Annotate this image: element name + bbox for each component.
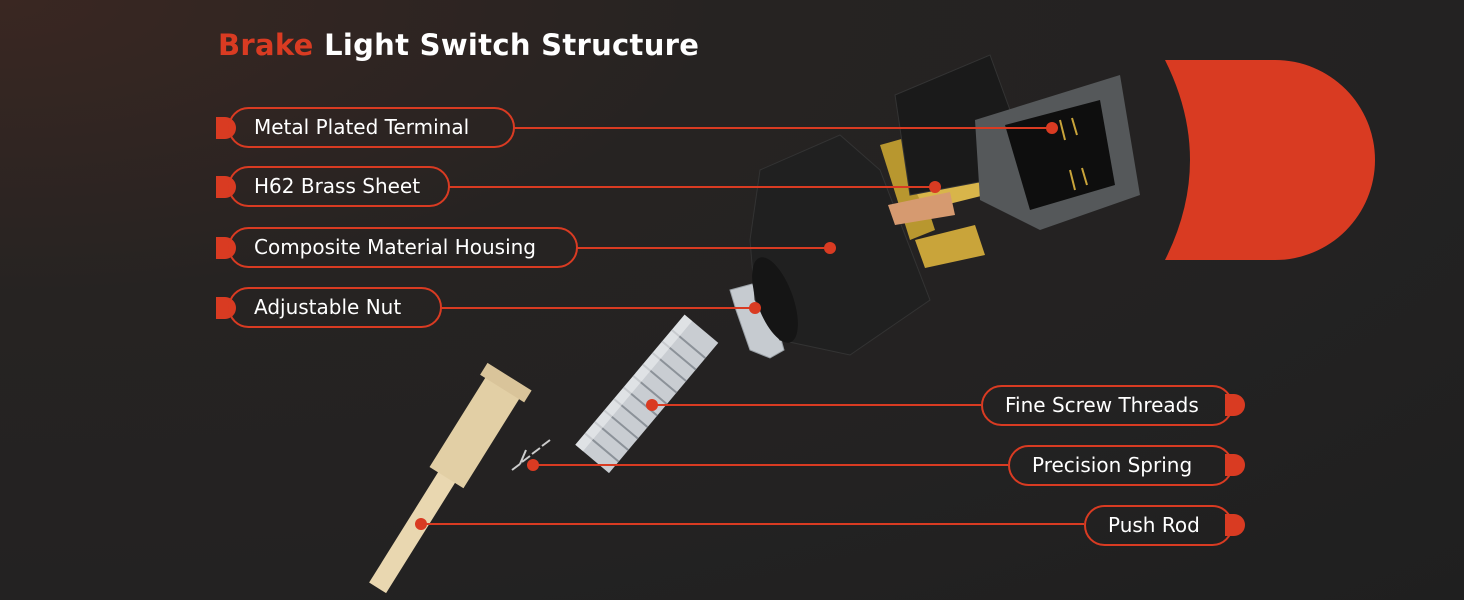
red-half-disc <box>1165 60 1375 260</box>
label-marker-icon <box>1225 514 1245 536</box>
label-push-rod: Push Rod <box>1084 505 1233 546</box>
label-fine-screw-threads: Fine Screw Threads <box>981 385 1233 426</box>
screw <box>575 314 719 474</box>
label-composite-housing: Composite Material Housing <box>228 227 578 268</box>
leader-lines <box>421 127 1084 525</box>
label-marker-icon <box>1225 394 1245 416</box>
leader-dots <box>415 122 1058 530</box>
housing <box>749 134 931 356</box>
label-h62-brass-sheet: H62 Brass Sheet <box>228 166 450 207</box>
label-marker-icon <box>1225 454 1245 476</box>
push-rod <box>369 362 532 594</box>
spring <box>511 439 551 471</box>
title-rest: Light Switch Structure <box>324 28 700 62</box>
label-adjustable-nut: Adjustable Nut <box>228 287 442 328</box>
page-title: Brake Light Switch Structure <box>218 28 699 62</box>
label-metal-plated-terminal: Metal Plated Terminal <box>228 107 515 148</box>
title-accent: Brake <box>218 28 314 62</box>
label-precision-spring: Precision Spring <box>1008 445 1233 486</box>
